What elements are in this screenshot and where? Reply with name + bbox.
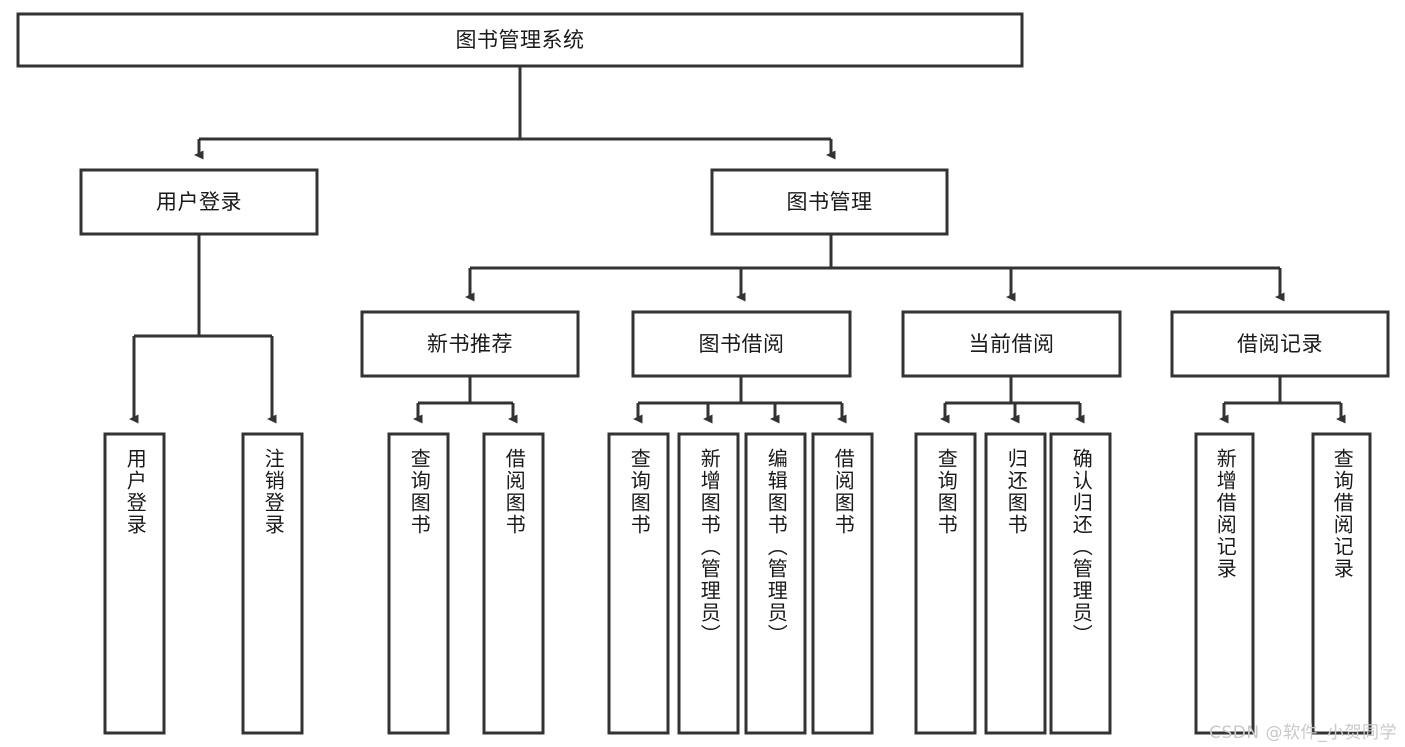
watermark-text: CSDN @软件_小贺同学 bbox=[1209, 723, 1397, 743]
